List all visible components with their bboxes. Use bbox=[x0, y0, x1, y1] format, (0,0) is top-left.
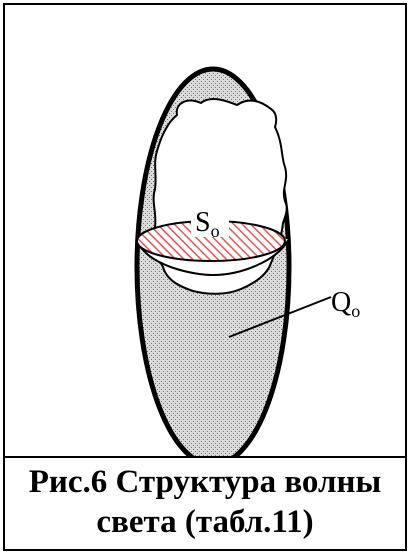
inner-label-subscript: o bbox=[211, 221, 220, 241]
caption-divider bbox=[5, 456, 405, 458]
figure-frame: So Qo Рис.6 Структура волны света (табл.… bbox=[3, 3, 407, 551]
caption-line-2: света (табл.11) bbox=[5, 502, 405, 542]
outer-label-symbol: Q bbox=[331, 287, 351, 318]
outer-label: Qo bbox=[331, 287, 360, 321]
figure-caption: Рис.6 Структура волны света (табл.11) bbox=[5, 462, 405, 548]
wave-structure-diagram: So Qo bbox=[5, 5, 405, 457]
caption-line-1: Рис.6 Структура волны bbox=[5, 462, 405, 502]
diagram-area: So Qo bbox=[5, 5, 405, 457]
inner-label-symbol: S bbox=[195, 207, 211, 238]
outer-label-subscript: o bbox=[351, 301, 360, 321]
